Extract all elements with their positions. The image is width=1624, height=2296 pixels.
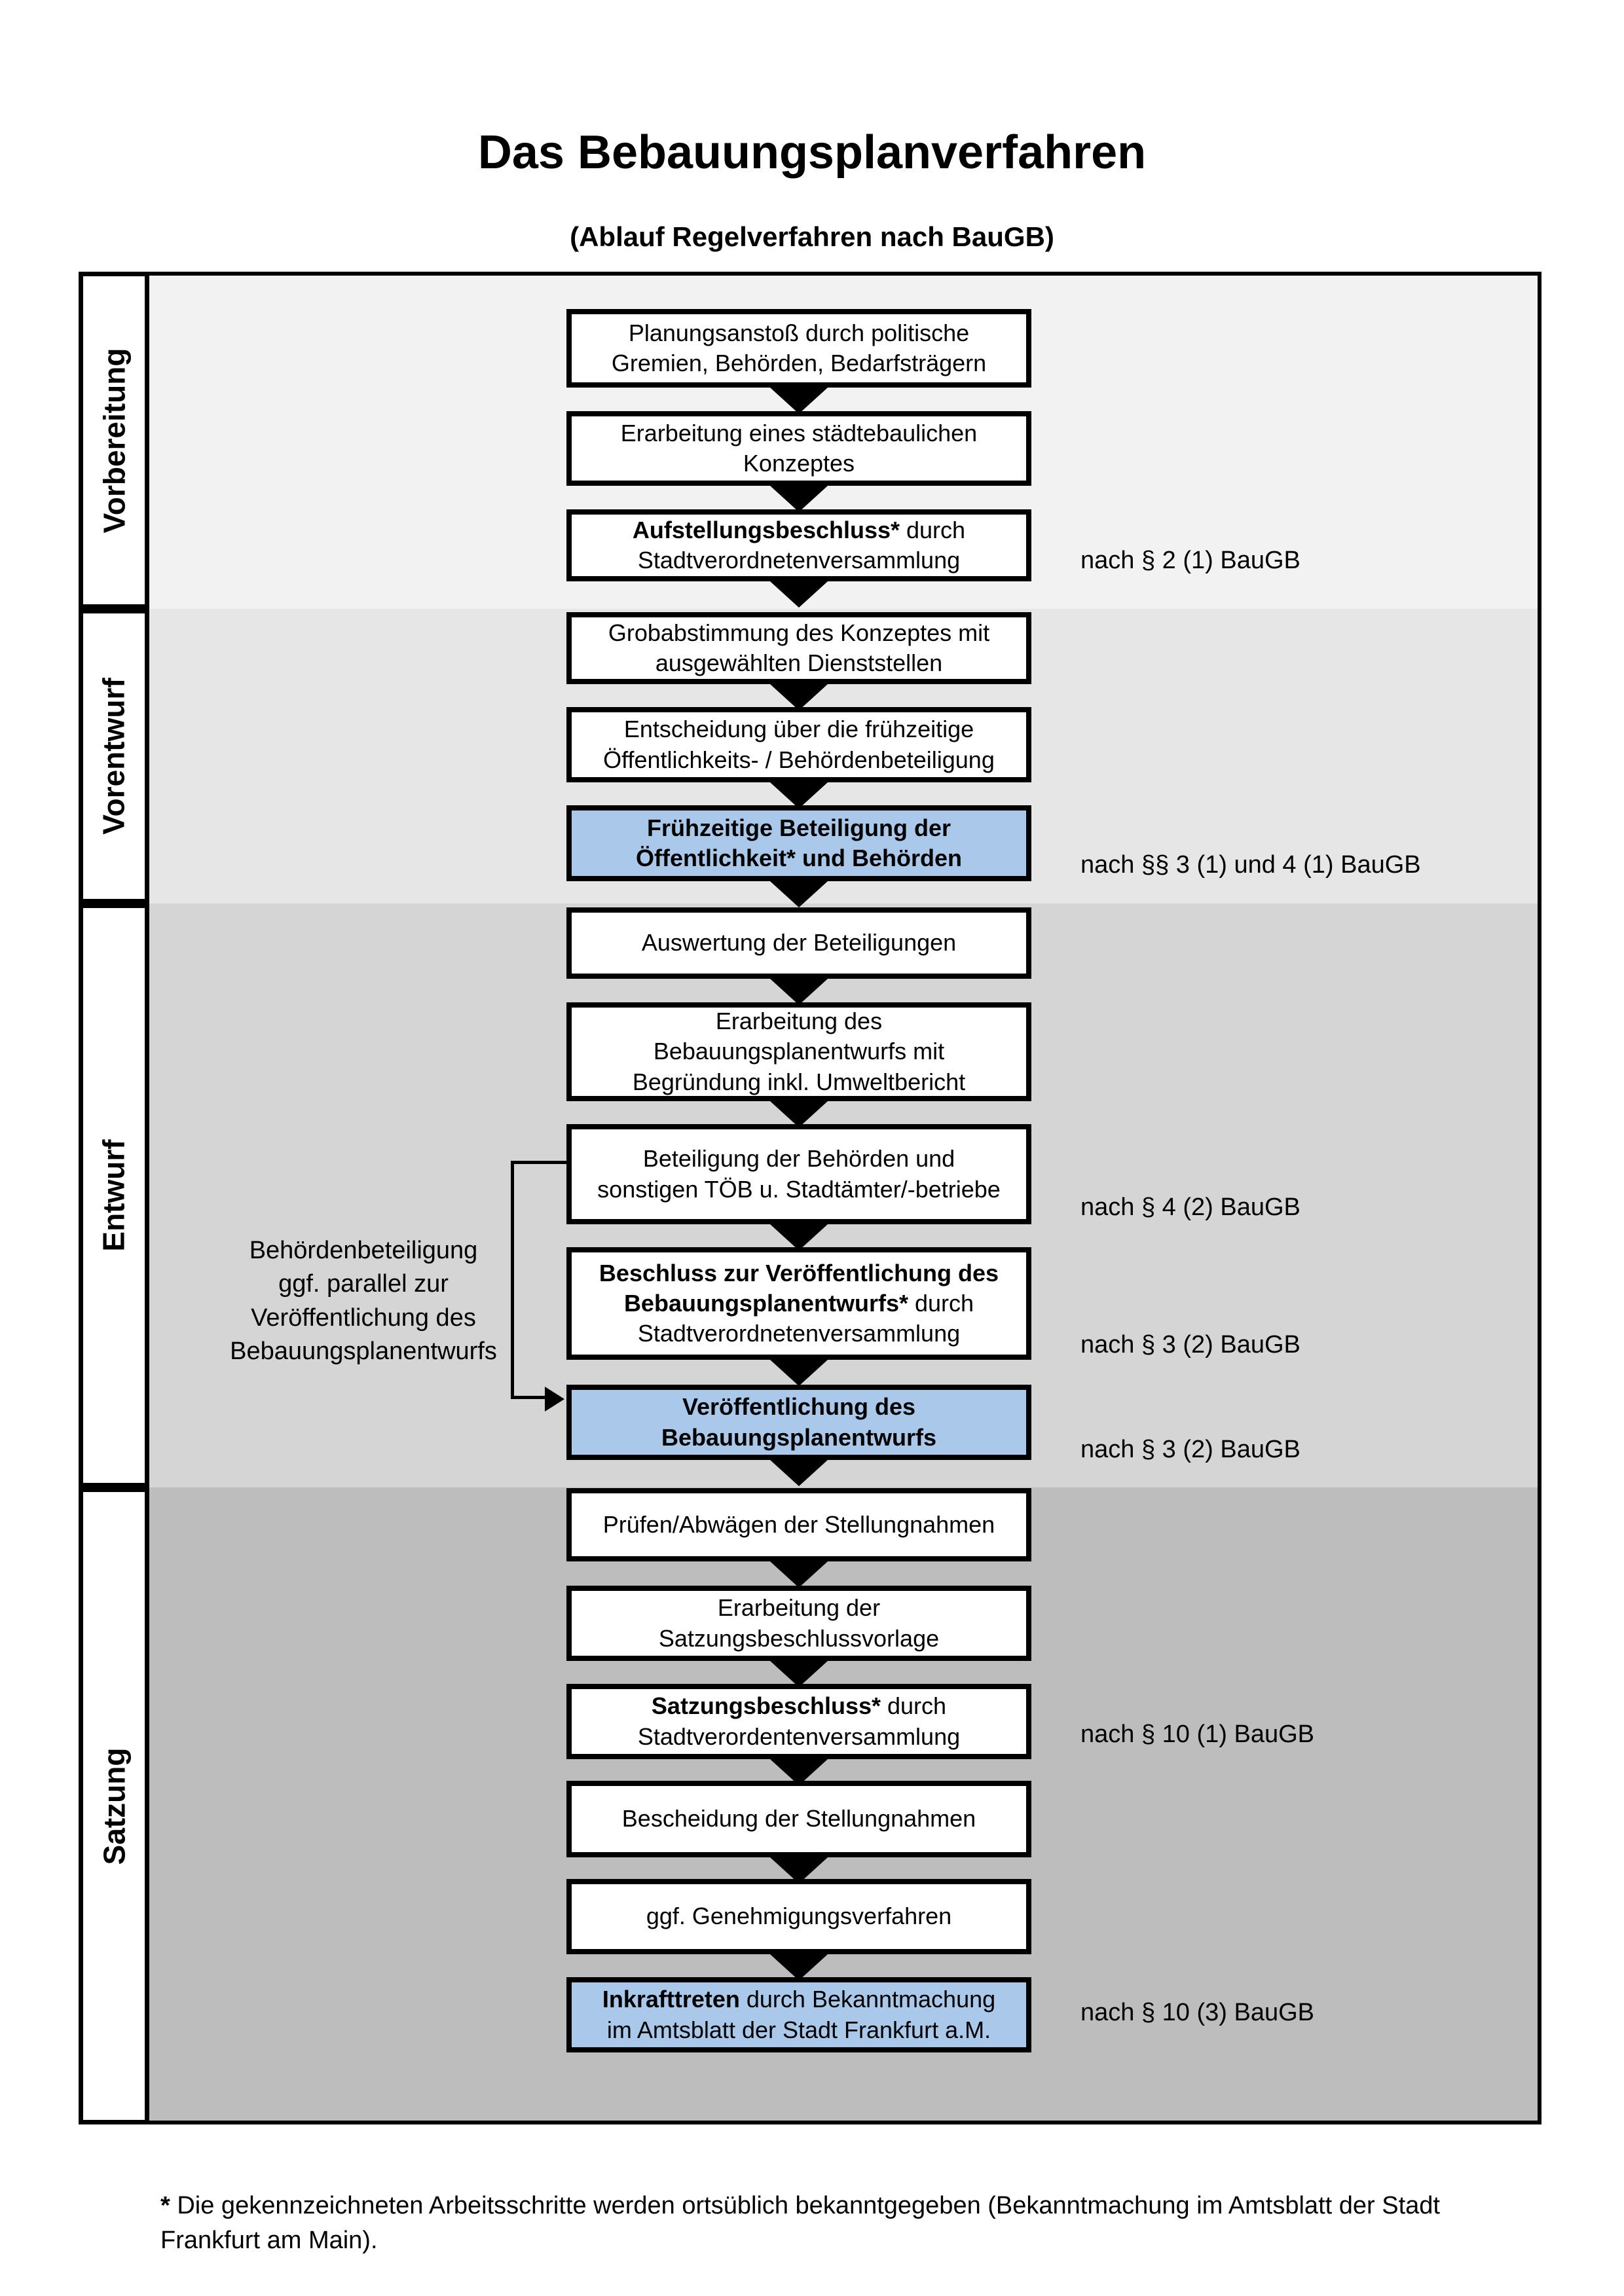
- box-text: durch Bekanntmachung im Amtsblatt der St…: [606, 1986, 996, 2043]
- phase-label-text: Vorentwurf: [97, 678, 131, 835]
- page-subtitle: (Ablauf Regelverfahren nach BauGB): [570, 221, 1054, 252]
- box-text: durch Stadtverordentenversammlung: [637, 1692, 961, 1750]
- parallel-procedure-note: Behördenbeteiligung ggf. parallel zur Ve…: [230, 1237, 497, 1365]
- flow-box-auswertung: Auswertung der Beteiligungen: [566, 907, 1031, 979]
- connector-line-vertical: [511, 1161, 514, 1398]
- down-arrow-icon: [770, 1661, 828, 1687]
- down-arrow-icon: [770, 1360, 828, 1386]
- flow-box-entscheidung-beteiligung: Entscheidung über die frühzeitige Öffent…: [566, 707, 1031, 782]
- footnote: * Die gekennzeichneten Arbeitsschritte w…: [160, 2154, 1575, 2259]
- down-arrow-icon: [770, 979, 828, 1005]
- law-reference: nach §§ 3 (1) und 4 (1) BauGB: [1080, 851, 1421, 879]
- law-reference: nach § 10 (3) BauGB: [1080, 1999, 1314, 2026]
- down-arrow-icon: [770, 881, 828, 907]
- box-text-bold: Beschluss zur Veröffentlichung des Bebau…: [599, 1259, 999, 1317]
- box-text: Grobabstimmung des Konzeptes mit ausgewä…: [608, 619, 990, 676]
- flow-box-genehmigungsverfahren: ggf. Genehmigungsverfahren: [566, 1879, 1031, 1954]
- phase-label-text: Entwurf: [97, 1139, 132, 1252]
- flow-box-grobabstimmung: Grobabstimmung des Konzeptes mit ausgewä…: [566, 612, 1031, 684]
- down-arrow-icon: [770, 684, 828, 710]
- box-text: Auswertung der Beteiligungen: [641, 929, 957, 957]
- law-reference: nach § 10 (1) BauGB: [1080, 1721, 1314, 1748]
- phase-label-text: Satzung: [97, 1747, 132, 1865]
- flow-box-behoerdenbeteiligung: Beteiligung der Behörden und sonstigen T…: [566, 1124, 1031, 1224]
- law-reference: nach § 3 (2) BauGB: [1080, 1331, 1301, 1358]
- down-arrow-icon: [770, 1224, 828, 1250]
- box-text: Beteiligung der Behörden und sonstigen T…: [597, 1145, 1001, 1203]
- phase-label-entwurf: Entwurf: [79, 903, 149, 1487]
- down-arrow-icon: [770, 486, 828, 512]
- down-arrow-icon: [770, 1460, 828, 1486]
- law-reference: nach § 2 (1) BauGB: [1080, 547, 1301, 574]
- flow-box-veroeffentlichung: Veröffentlichung des Bebauungsplanentwur…: [566, 1385, 1031, 1460]
- connector-line-top: [511, 1161, 566, 1164]
- law-reference: nach § 4 (2) BauGB: [1080, 1194, 1301, 1221]
- flow-box-fruehzeitige-beteiligung: Frühzeitige Beteiligung der Öffentlichke…: [566, 805, 1031, 881]
- box-text-bold: Aufstellungsbeschluss*: [632, 516, 900, 543]
- box-text: Prüfen/Abwägen der Stellungnahmen: [602, 1510, 995, 1538]
- flow-box-planungsanstoss: Planungsanstoß durch politische Gremien,…: [566, 309, 1031, 388]
- phase-label-satzung: Satzung: [79, 1487, 149, 2124]
- footnote-text: Die gekennzeichneten Arbeitsschritte wer…: [160, 2192, 1440, 2255]
- box-text-bold: Frühzeitige Beteiligung der Öffentlichke…: [635, 814, 963, 871]
- box-text: Planungsanstoß durch politische Gremien,…: [611, 319, 987, 376]
- footnote-star: *: [160, 2192, 170, 2220]
- flow-box-satzungsbeschluss: Satzungsbeschluss* durch Stadtverordente…: [566, 1684, 1031, 1759]
- box-text: ggf. Genehmigungsverfahren: [646, 1903, 952, 1930]
- box-text-bold: Satzungsbeschluss*: [651, 1692, 881, 1720]
- box-text-bold: Inkrafttreten: [602, 1986, 740, 2013]
- box-text: Erarbeitung eines städtebaulichen Konzep…: [620, 419, 978, 477]
- page-title: Das Bebauungsplanverfahren: [477, 126, 1147, 179]
- phase-label-text: Vorbereitung: [97, 348, 132, 533]
- flow-box-inkrafttreten: Inkrafttreten durch Bekanntmachung im Am…: [566, 1977, 1031, 2052]
- flow-box-aufstellungsbeschluss: Aufstellungsbeschluss* durch Stadtverord…: [566, 509, 1031, 581]
- flow-box-pruefen-abwaegen: Prüfen/Abwägen der Stellungnahmen: [566, 1488, 1031, 1561]
- box-text: Erarbeitung der Satzungsbeschlussvorlage: [658, 1594, 940, 1652]
- law-reference: nach § 3 (2) BauGB: [1080, 1436, 1301, 1463]
- box-text: Entscheidung über die frühzeitige Öffent…: [603, 716, 995, 773]
- flow-box-bescheidung: Bescheidung der Stellungnahmen: [566, 1781, 1031, 1857]
- down-arrow-icon: [770, 1561, 828, 1588]
- down-arrow-icon: [770, 581, 828, 608]
- connector-line-bottom: [511, 1396, 547, 1399]
- phase-label-vorbereitung: Vorbereitung: [79, 272, 149, 609]
- box-text: Erarbeitung des Bebauungsplanentwurfs mi…: [632, 1008, 966, 1095]
- box-text: durch Stadtverordnetenversammlung: [637, 1289, 974, 1347]
- box-text: durch Stadtverordnetenversammlung: [637, 516, 966, 574]
- box-text-bold: Veröffentlichung des Bebauungsplanentwur…: [661, 1393, 937, 1451]
- phase-label-vorentwurf: Vorentwurf: [79, 609, 149, 903]
- down-arrow-icon: [770, 1954, 828, 1980]
- box-text: Bescheidung der Stellungnahmen: [621, 1805, 976, 1832]
- flow-box-beschluss-veroeffentlichung: Beschluss zur Veröffentlichung des Bebau…: [566, 1247, 1031, 1360]
- down-arrow-icon: [770, 1101, 828, 1127]
- connector-right-arrow-icon: [545, 1387, 564, 1412]
- flow-box-satzungsbeschlussvorlage: Erarbeitung der Satzungsbeschlussvorlage: [566, 1586, 1031, 1661]
- down-arrow-icon: [770, 782, 828, 809]
- flow-box-erarbeitung-entwurf: Erarbeitung des Bebauungsplanentwurfs mi…: [566, 1002, 1031, 1101]
- down-arrow-icon: [770, 388, 828, 414]
- flow-box-konzept: Erarbeitung eines städtebaulichen Konzep…: [566, 411, 1031, 486]
